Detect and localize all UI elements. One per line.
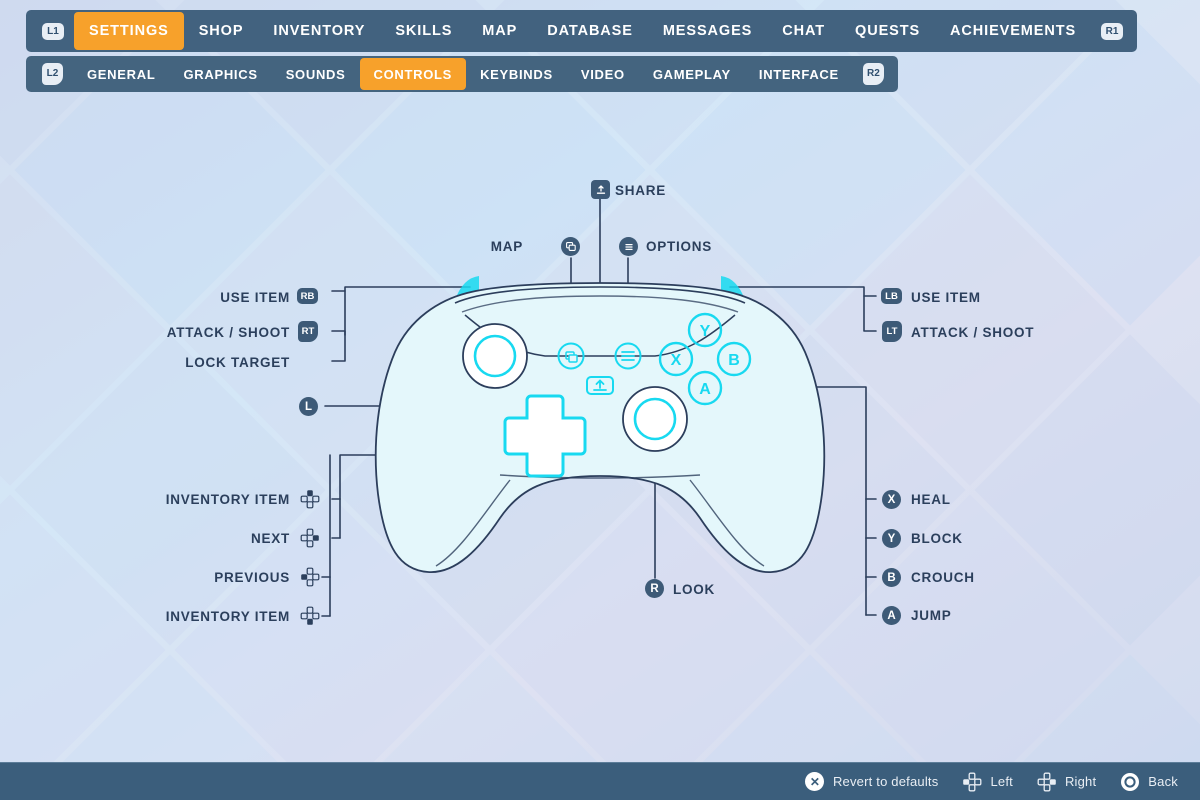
label-look: LOOK bbox=[673, 582, 715, 597]
tab-interface[interactable]: INTERFACE bbox=[758, 66, 839, 82]
nav-item-achievements[interactable]: ACHIEVEMENTS bbox=[950, 23, 1077, 39]
dpad-left-icon bbox=[300, 567, 320, 592]
tab-gameplay[interactable]: GAMEPLAY bbox=[652, 66, 731, 82]
footer-left[interactable]: Left bbox=[962, 772, 1013, 792]
r2-badge: R2 bbox=[862, 63, 884, 85]
x-button-badge: X bbox=[882, 490, 901, 509]
label-use-item-lb: USE ITEM bbox=[911, 290, 981, 305]
nav-badge-l1-wrap: L1 bbox=[32, 22, 74, 40]
label-map: MAP bbox=[490, 239, 523, 254]
l1-badge: L1 bbox=[42, 22, 64, 40]
label-use-item-rb: USE ITEM bbox=[220, 290, 290, 305]
label-options: OPTIONS bbox=[646, 239, 713, 254]
dpad-left-icon bbox=[962, 772, 982, 792]
svg-text:A: A bbox=[699, 381, 711, 398]
footer-revert-to-defaults[interactable]: ✕ Revert to defaults bbox=[805, 772, 939, 792]
label-crouch: CROUCH bbox=[911, 570, 975, 585]
tab-graphics[interactable]: GRAPHICS bbox=[183, 66, 258, 82]
tab-general[interactable]: GENERAL bbox=[87, 66, 156, 82]
nav-item-settings[interactable]: SETTINGS bbox=[74, 12, 184, 50]
nav-badge-r2-wrap: R2 bbox=[853, 63, 894, 85]
svg-text:Y: Y bbox=[700, 323, 711, 340]
nav-item-database[interactable]: DATABASE bbox=[547, 23, 633, 39]
nav-item-quests[interactable]: QUESTS bbox=[855, 23, 921, 39]
x-glyph: ✕ bbox=[805, 772, 825, 791]
tab-sounds[interactable]: SOUNDS bbox=[285, 66, 346, 82]
l2-badge: L2 bbox=[42, 63, 63, 85]
nav-item-skills[interactable]: SKILLS bbox=[395, 23, 453, 39]
label-lock-target: LOCK TARGET bbox=[185, 355, 290, 370]
label-jump: JUMP bbox=[911, 608, 952, 623]
share-icon bbox=[591, 180, 610, 199]
right-stick-badge: R bbox=[645, 579, 664, 598]
tab-video[interactable]: VIDEO bbox=[580, 66, 625, 82]
dpad-up-icon bbox=[300, 489, 320, 514]
label-inventory-item-up: INVENTORY ITEM bbox=[165, 492, 290, 507]
tab-controls[interactable]: CONTROLS bbox=[359, 58, 467, 90]
label-share: SHARE bbox=[615, 183, 667, 198]
r1-badge: R1 bbox=[1101, 22, 1124, 40]
footer-back[interactable]: Back bbox=[1120, 772, 1178, 792]
footer-right-label: Right bbox=[1064, 774, 1097, 789]
nav-item-messages[interactable]: MESSAGES bbox=[662, 23, 753, 39]
rb-badge: RB bbox=[297, 288, 318, 304]
footer-right[interactable]: Right bbox=[1037, 772, 1096, 792]
dpad-right-icon bbox=[300, 528, 320, 553]
dpad-down-icon bbox=[300, 606, 320, 631]
b-button-badge: B bbox=[882, 568, 901, 587]
y-button-badge: Y bbox=[882, 529, 901, 548]
nav-item-map[interactable]: MAP bbox=[482, 23, 518, 39]
nav-badge-r1-wrap: R1 bbox=[1091, 22, 1133, 40]
label-inventory-item-down: INVENTORY ITEM bbox=[165, 609, 290, 624]
label-attack-shoot-lt: ATTACK / SHOOT bbox=[911, 325, 1035, 340]
label-next: NEXT bbox=[250, 531, 290, 546]
footer-revert-label: Revert to defaults bbox=[832, 774, 939, 789]
nav-item-inventory[interactable]: INVENTORY bbox=[273, 23, 366, 39]
tab-keybinds[interactable]: KEYBINDS bbox=[480, 66, 553, 82]
nav-badge-l2-wrap: L2 bbox=[32, 63, 73, 85]
circle-button-icon bbox=[1120, 772, 1140, 792]
svg-text:X: X bbox=[671, 352, 682, 369]
rt-badge: RT bbox=[298, 321, 318, 342]
x-circle-icon: ✕ bbox=[805, 772, 825, 792]
dpad-right-icon bbox=[1037, 772, 1057, 792]
nav-item-chat[interactable]: CHAT bbox=[782, 23, 826, 39]
label-attack-shoot-rt: ATTACK / SHOOT bbox=[166, 325, 290, 340]
footer-left-label: Left bbox=[990, 774, 1013, 789]
secondary-nav: L2 GENERAL GRAPHICS SOUNDS CONTROLS KEYB… bbox=[26, 56, 898, 92]
nav-item-shop[interactable]: SHOP bbox=[198, 23, 244, 39]
label-block: BLOCK bbox=[911, 531, 963, 546]
a-button-badge: A bbox=[882, 606, 901, 625]
label-previous: PREVIOUS bbox=[214, 570, 290, 585]
label-heal: HEAL bbox=[911, 492, 951, 507]
footer-bar: ✕ Revert to defaults Left bbox=[0, 762, 1200, 800]
left-stick-badge: L bbox=[299, 397, 318, 416]
lt-badge: LT bbox=[882, 321, 902, 342]
footer-back-label: Back bbox=[1148, 774, 1178, 789]
map-icon bbox=[561, 237, 580, 256]
primary-nav: L1 SETTINGS SHOP INVENTORY SKILLS MAP DA… bbox=[26, 10, 1138, 52]
options-icon bbox=[619, 237, 638, 256]
lb-badge: LB bbox=[881, 288, 902, 304]
svg-text:B: B bbox=[728, 352, 740, 369]
